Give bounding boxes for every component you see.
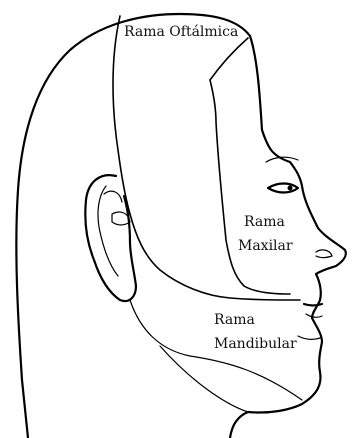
neck-back-outline xyxy=(22,380,28,438)
pupil xyxy=(288,186,293,191)
ear-inner-fold xyxy=(98,186,118,276)
head-outline xyxy=(16,14,345,438)
label-ophthalmic: Rama Oftálmica xyxy=(124,24,238,40)
mouth xyxy=(304,304,322,306)
temple-line xyxy=(210,38,248,80)
label-maxillary-line2: Maxilar xyxy=(238,238,293,254)
ophthalmic-boundary-line xyxy=(113,16,130,214)
nostril xyxy=(316,250,332,258)
ear-outline xyxy=(85,175,136,301)
neck-front-line xyxy=(160,346,248,412)
label-mandibular-line1: Rama xyxy=(214,312,255,328)
label-mandibular-line2: Mandibular xyxy=(214,336,297,352)
chin-crease xyxy=(298,336,320,339)
ear-helix-inner xyxy=(104,191,122,202)
ophthalmic-maxillary-boundary xyxy=(210,80,290,294)
label-maxillary-line1: Rama xyxy=(244,214,285,230)
lower-lip xyxy=(306,314,322,317)
eye xyxy=(268,184,298,193)
